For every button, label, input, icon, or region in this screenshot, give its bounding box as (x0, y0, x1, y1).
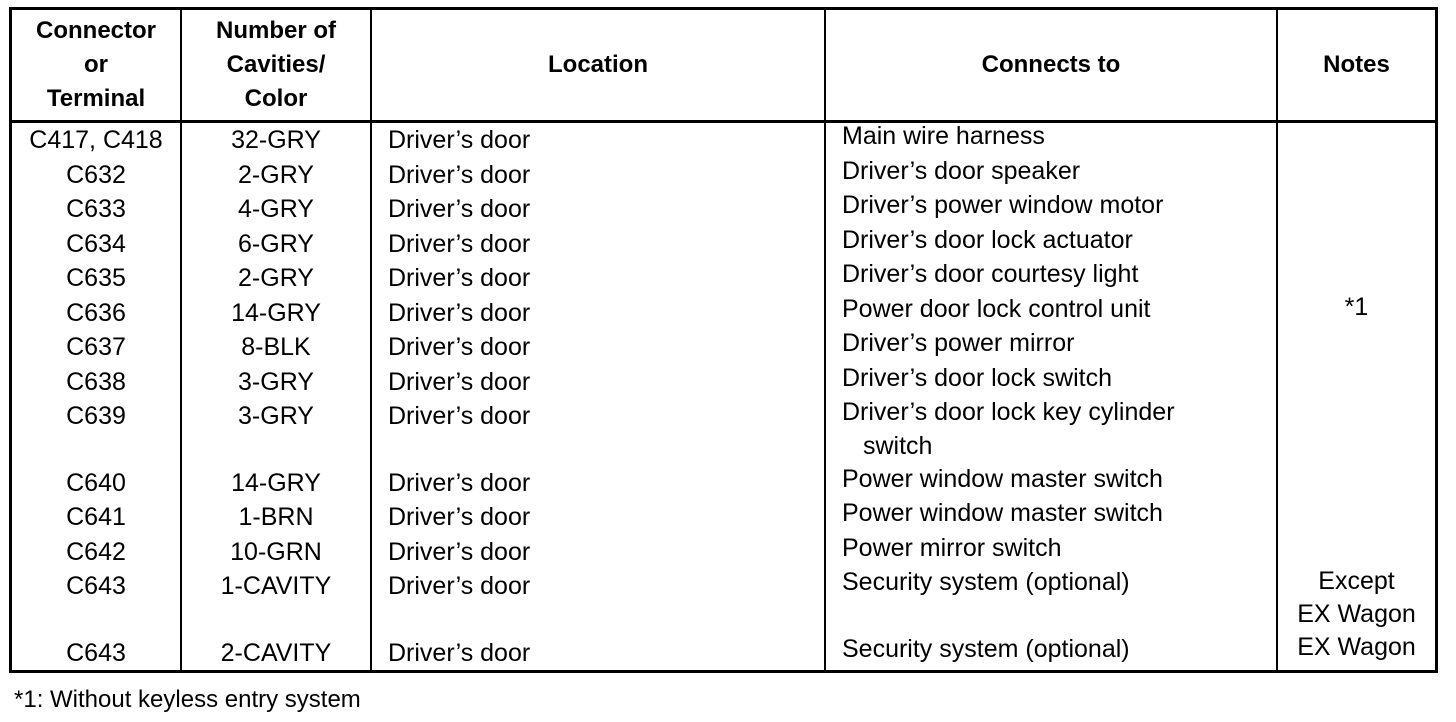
connects-cell: Power window master switch (842, 499, 1163, 527)
connects-cell: Driver’s door lock actuator (842, 226, 1133, 254)
header-cavities-line: Cavities/ (226, 51, 326, 78)
location-cell: Driver’s door (388, 264, 531, 292)
connector-table: Connector or Terminal Number of Cavities… (9, 7, 1438, 673)
connects-cell: Driver’s door speaker (842, 157, 1081, 185)
connects-cell-continuation: switch (863, 432, 933, 460)
connector-cell: C636 (66, 299, 126, 327)
location-cell: Driver’s door (388, 230, 531, 258)
connector-cell: C643 (66, 639, 126, 667)
footnote: *1: Without keyless entry system (14, 686, 361, 713)
connector-cell: C638 (66, 368, 126, 396)
note-keyless: *1 (1344, 293, 1369, 321)
header-cavities: Number of Cavities/ Color (182, 10, 370, 120)
header-connects-to: Connects to (981, 51, 1121, 78)
column-divider (824, 10, 826, 670)
cavities-cell: 2-GRY (238, 161, 314, 189)
cavities-cell: 14-GRY (231, 299, 321, 327)
location-cell: Driver’s door (388, 503, 531, 531)
location-cell: Driver’s door (388, 161, 531, 189)
connects-cell: Power window master switch (842, 465, 1163, 493)
connector-cell: C639 (66, 402, 126, 430)
connector-cell: C640 (66, 469, 126, 497)
connector-cell: C632 (66, 161, 126, 189)
cavities-cell: 1-BRN (238, 503, 314, 531)
cavities-cell: 1-CAVITY (220, 572, 332, 600)
connects-cell: Driver’s door lock key cylinder (842, 398, 1175, 426)
connects-cell: Driver’s door lock switch (842, 364, 1112, 392)
location-cell: Driver’s door (388, 469, 531, 497)
cavities-cell: 6-GRY (238, 230, 314, 258)
connects-cell: Power door lock control unit (842, 295, 1151, 323)
cavities-cell: 4-GRY (238, 195, 314, 223)
cavities-cell: 8-BLK (241, 333, 311, 361)
location-cell: Driver’s door (388, 195, 531, 223)
header-connector: Connector or Terminal (12, 10, 180, 120)
note-except: Except (1318, 567, 1395, 595)
connector-cell: C643 (66, 572, 126, 600)
connector-cell: C641 (66, 503, 126, 531)
location-cell: Driver’s door (388, 333, 531, 361)
cavities-cell: 14-GRY (231, 469, 321, 497)
connector-cell: C637 (66, 333, 126, 361)
connector-cell: C642 (66, 538, 126, 566)
cavities-cell: 2-CAVITY (220, 639, 332, 667)
connects-cell: Driver’s door courtesy light (842, 260, 1139, 288)
connector-cell: C635 (66, 264, 126, 292)
header-connector-line: Connector (36, 17, 156, 44)
location-cell: Driver’s door (388, 572, 531, 600)
header-connector-line: Terminal (46, 85, 146, 112)
header-notes: Notes (1323, 51, 1390, 78)
column-divider (1276, 10, 1278, 670)
connects-cell: Driver’s power window motor (842, 191, 1164, 219)
connects-cell: Security system (optional) (842, 635, 1130, 663)
location-cell: Driver’s door (388, 126, 531, 154)
header-location: Location (548, 51, 648, 78)
location-cell: Driver’s door (388, 639, 531, 667)
connects-cell: Power mirror switch (842, 534, 1062, 562)
column-divider (370, 10, 372, 670)
connects-cell: Security system (optional) (842, 568, 1130, 596)
cavities-cell: 10-GRN (230, 538, 322, 566)
note-except-wagon: EX Wagon (1297, 600, 1416, 628)
header-cavities-line: Number of (216, 17, 336, 44)
connector-cell: C634 (66, 230, 126, 258)
connector-cell: C633 (66, 195, 126, 223)
connector-cell: C417, C418 (29, 126, 163, 154)
location-cell: Driver’s door (388, 402, 531, 430)
cavities-cell: 2-GRY (238, 264, 314, 292)
location-cell: Driver’s door (388, 538, 531, 566)
header-divider (12, 120, 1435, 123)
cavities-cell: 3-GRY (238, 402, 314, 430)
connects-cell: Driver’s power mirror (842, 329, 1075, 357)
header-cavities-line: Color (244, 85, 308, 112)
cavities-cell: 32-GRY (231, 126, 321, 154)
cavities-cell: 3-GRY (238, 368, 314, 396)
header-connector-line: or (84, 51, 108, 78)
note-ex-wagon: EX Wagon (1297, 633, 1416, 661)
column-divider (180, 10, 182, 670)
location-cell: Driver’s door (388, 299, 531, 327)
connects-cell: Main wire harness (842, 122, 1045, 150)
location-cell: Driver’s door (388, 368, 531, 396)
